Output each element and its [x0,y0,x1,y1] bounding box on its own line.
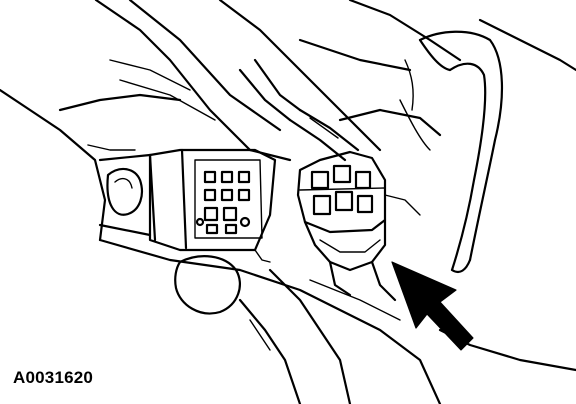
electrical-connector [296,150,421,302]
arrow-icon [391,261,474,351]
figure-id-label: A0031620 [13,368,94,387]
coolant-hose [399,30,504,274]
wiring-harness [238,58,360,162]
lower-housing [98,238,576,404]
junction-box [98,148,277,263]
background-panels [0,0,576,242]
